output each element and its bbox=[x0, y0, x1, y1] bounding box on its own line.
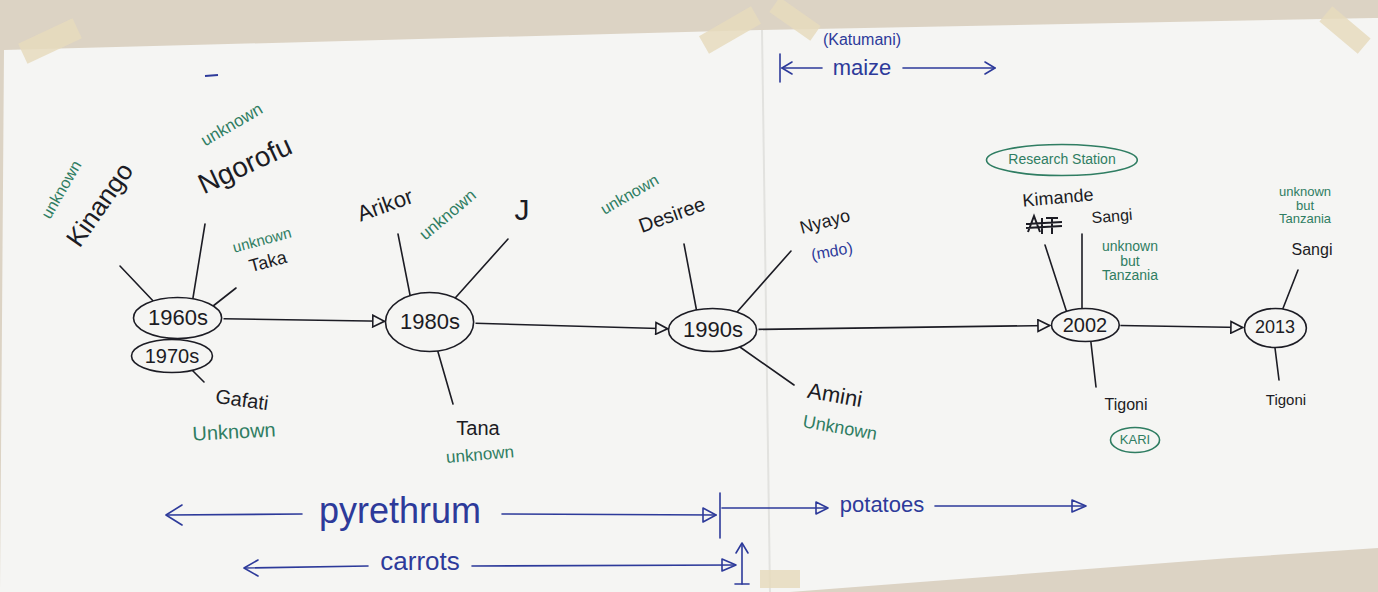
origin-note: unknown bbox=[416, 186, 480, 243]
range-line bbox=[472, 565, 735, 566]
tape bbox=[769, 0, 820, 41]
pen-mark bbox=[205, 75, 218, 76]
range-tick bbox=[779, 54, 781, 82]
range-arrowhead bbox=[985, 62, 995, 74]
variety-name: Arikor bbox=[354, 184, 416, 225]
variety-name: Desiree bbox=[636, 193, 708, 236]
crop-source: (Katumani) bbox=[823, 32, 901, 49]
node-text: 1980s bbox=[400, 310, 460, 334]
ellipse-shape bbox=[1110, 428, 1159, 453]
spoke-line bbox=[448, 239, 508, 306]
range-bracket bbox=[741, 544, 743, 584]
source-ellipse: Research Station bbox=[985, 143, 1139, 177]
year-ellipse: 1970s bbox=[130, 338, 214, 374]
node-text: 1970s bbox=[145, 345, 200, 367]
variety-name: J bbox=[515, 194, 530, 226]
range-line bbox=[245, 566, 368, 568]
paper-sheet bbox=[0, 18, 1378, 592]
node-text: KARI bbox=[1120, 433, 1150, 447]
origin-note: unknown but Tanzania bbox=[1095, 239, 1165, 283]
variety-name: Gafati bbox=[214, 386, 270, 414]
origin-note: unknown bbox=[445, 443, 514, 467]
spoke-line bbox=[730, 251, 791, 320]
year-ellipse: 1990s bbox=[667, 307, 758, 353]
range-line bbox=[502, 514, 716, 515]
range-arrowhead bbox=[816, 502, 828, 514]
ellipse-shape bbox=[1244, 309, 1306, 348]
range-line bbox=[722, 507, 826, 509]
range-arrowhead bbox=[736, 543, 748, 553]
tape bbox=[1319, 6, 1370, 53]
range-tick bbox=[719, 493, 721, 538]
crop-name: carrots bbox=[380, 548, 459, 575]
node-text: Research Station bbox=[1008, 152, 1115, 167]
range-line bbox=[903, 67, 995, 69]
timeline-arrow bbox=[476, 323, 668, 328]
ellipse-shape bbox=[1051, 309, 1119, 342]
timeline-arrow bbox=[1120, 326, 1242, 328]
range-arrowhead bbox=[722, 559, 736, 571]
source-ellipse: KARI bbox=[1109, 426, 1161, 454]
ellipse-shape bbox=[134, 298, 222, 339]
year-ellipse: 1980s bbox=[384, 291, 475, 353]
ellipse-shape bbox=[132, 340, 213, 373]
variety-name: Tigoni bbox=[1266, 392, 1306, 408]
range-arrowhead bbox=[703, 508, 716, 522]
crop-name: potatoes bbox=[840, 493, 924, 516]
range-bracket bbox=[735, 583, 749, 585]
variety-name: Tigoni bbox=[1105, 397, 1148, 414]
year-ellipse: 2013 bbox=[1243, 307, 1308, 349]
spoke-line bbox=[192, 224, 205, 304]
range-line bbox=[168, 514, 302, 515]
range-arrowhead bbox=[1072, 500, 1086, 512]
spokes bbox=[120, 224, 1298, 404]
range-line bbox=[935, 505, 1084, 507]
spoke-line bbox=[398, 234, 412, 305]
variety-name: Sangi bbox=[1091, 207, 1133, 227]
crop-name: maize bbox=[833, 56, 892, 79]
tape bbox=[699, 6, 761, 53]
variety-name: Taka bbox=[247, 248, 289, 276]
node-text: 1990s bbox=[683, 318, 743, 342]
node-text: 1960s bbox=[148, 306, 208, 330]
spoke-line bbox=[1045, 245, 1068, 316]
range-line bbox=[782, 67, 822, 69]
ellipse-shape bbox=[669, 309, 757, 352]
year-ellipse: 2002 bbox=[1050, 307, 1121, 343]
spoke-line bbox=[436, 345, 453, 404]
variety-name: Amini bbox=[806, 379, 864, 411]
ellipse-shape bbox=[386, 293, 474, 352]
year-ellipse: 1960s bbox=[132, 296, 223, 340]
timeline-arrow bbox=[759, 325, 1050, 329]
spoke-line bbox=[684, 244, 698, 318]
origin-note: Unknown bbox=[801, 412, 878, 444]
spoke-line bbox=[120, 266, 156, 304]
variety-name: Tana bbox=[456, 418, 499, 439]
tape bbox=[18, 18, 82, 63]
timeline-arrow bbox=[224, 319, 385, 322]
node-text: 2013 bbox=[1255, 318, 1295, 338]
ellipse-shape bbox=[987, 145, 1138, 176]
node-text: 2002 bbox=[1063, 314, 1108, 336]
variety-note: (mdo) bbox=[810, 240, 854, 264]
origin-note: Unknown bbox=[192, 419, 276, 444]
crop-name: pyrethrum bbox=[319, 492, 481, 530]
variety-name: Nyayo bbox=[798, 206, 852, 237]
spoke-line bbox=[1081, 234, 1083, 316]
tape bbox=[760, 570, 800, 588]
origin-note: unknown but Tanzania bbox=[1274, 185, 1336, 226]
variety-name: Kimande bbox=[1022, 185, 1094, 210]
variety-name: Sangi bbox=[1292, 242, 1333, 259]
crop-ranges bbox=[166, 54, 1086, 584]
crossed-out-scribble bbox=[1026, 216, 1062, 234]
